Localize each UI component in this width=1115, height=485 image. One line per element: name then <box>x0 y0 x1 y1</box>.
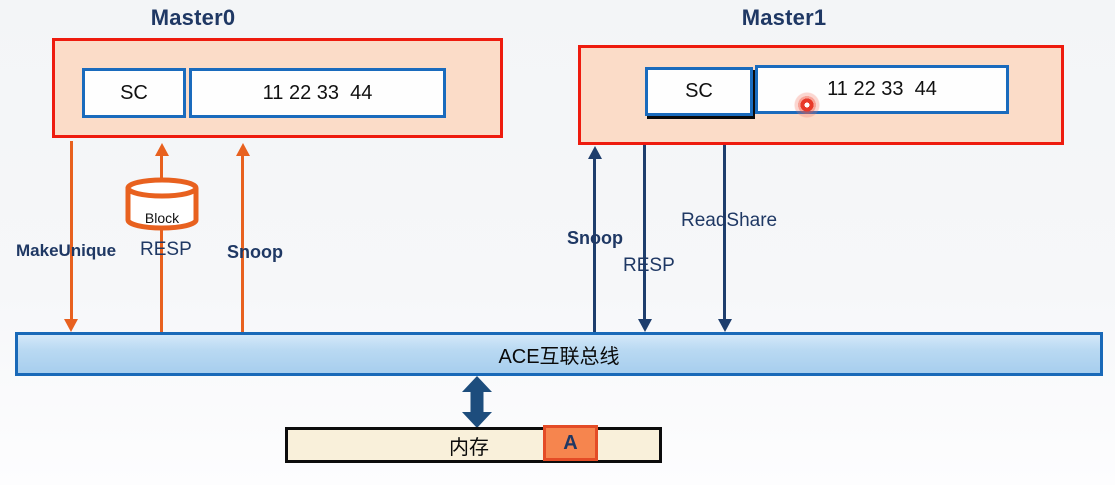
resp-master1-label: RESP <box>623 255 675 276</box>
master1-cache-data: 11 22 33 44 <box>827 78 937 100</box>
makeunique-arrowhead-down-icon <box>64 319 78 332</box>
ace-interconnect-bus: ACE互联总线 <box>15 332 1103 376</box>
master1-cache-state-box: SC <box>645 67 753 116</box>
snoop-master0-arrowhead-up-icon <box>236 143 250 156</box>
makeunique-label: MakeUnique <box>16 241 117 260</box>
snoop-master0-label: Snoop <box>227 242 283 262</box>
master0-cache-state-box: SC <box>82 68 186 118</box>
readshare-label: ReadShare <box>681 210 778 231</box>
resp-master0-arrow-line <box>160 155 163 332</box>
block-cylinder-icon: Block <box>124 177 200 231</box>
block-label: Block <box>144 210 180 226</box>
resp-master0-label: RESP <box>140 239 192 260</box>
bus-label: ACE互联总线 <box>498 345 620 368</box>
snoop-master1-label: Snoop <box>567 228 623 248</box>
memory-cell-a-label: A <box>563 431 578 454</box>
master0-cache-state: SC <box>120 81 148 104</box>
master0-cache-data: 11 22 33 44 <box>262 81 373 104</box>
resp-master0-arrowhead-up-icon <box>155 143 169 156</box>
snoop-master1-arrowhead-up-icon <box>588 146 602 159</box>
memory-box <box>285 427 662 463</box>
resp-master1-arrow-line <box>643 145 646 321</box>
click-indicator-icon <box>793 91 821 119</box>
readshare-arrowhead-down-icon <box>718 319 732 332</box>
makeunique-arrow-line <box>70 141 73 321</box>
readshare-arrow-line <box>723 145 726 321</box>
resp-master1-arrowhead-down-icon <box>638 319 652 332</box>
master0-cache-data-box: 11 22 33 44 <box>189 68 446 118</box>
master0-title: Master0 <box>150 5 236 30</box>
bus-memory-double-arrow-icon <box>459 376 495 428</box>
snoop-master0-arrow-line <box>241 155 244 332</box>
master1-title: Master1 <box>741 5 827 30</box>
memory-label: 内存 <box>449 436 489 459</box>
master1-cache-state: SC <box>685 80 713 102</box>
master1-cache-data-box: 11 22 33 44 <box>755 65 1009 114</box>
memory-cell-a: A <box>543 425 598 461</box>
snoop-master1-arrow-line <box>593 158 596 332</box>
